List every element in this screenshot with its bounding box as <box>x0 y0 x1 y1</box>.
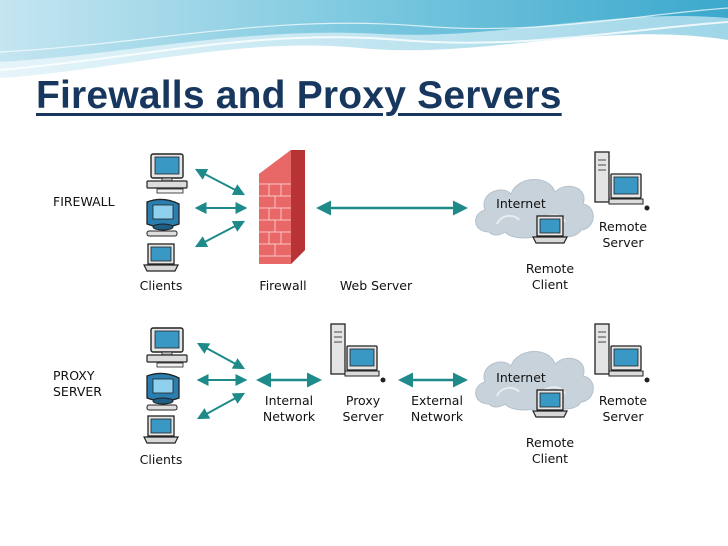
imac-computer-icon <box>146 198 180 237</box>
proxy-remote-server-label-line2: Server <box>603 409 645 424</box>
proxy-remote-client-label-line2: Client <box>532 451 568 466</box>
proxy-remote-server-label-line1: Remote <box>599 393 648 408</box>
proxy-clients-label: Clients <box>140 452 183 467</box>
firewall-section-label: FIREWALL <box>53 194 115 209</box>
proxy-server-label-line1: Proxy <box>346 393 381 408</box>
firewall-clients-label: Clients <box>140 278 183 293</box>
proxy-remote-client-label-line1: Remote <box>526 435 575 450</box>
external-network-label-line2: Network <box>411 409 464 424</box>
firewall-internet-label: Internet <box>496 196 546 211</box>
firewall-remote-client-label-line2: Client <box>532 277 568 292</box>
double-arrow-icon <box>194 168 246 196</box>
laptop-icon <box>143 415 179 444</box>
double-arrow-icon <box>196 342 246 370</box>
network-diagram: FIREWALL Clients <box>53 150 651 467</box>
firewall-remote-client-label-line1: Remote <box>526 261 575 276</box>
internal-network-label-line2: Network <box>263 409 316 424</box>
tower-server-icon <box>594 323 651 384</box>
desktop-computer-icon <box>146 153 188 194</box>
double-arrow-icon <box>194 220 246 248</box>
firewall-label: Firewall <box>259 278 306 293</box>
tower-server-icon <box>594 151 651 212</box>
firewall-section: FIREWALL Clients <box>53 150 651 293</box>
proxy-section-label-line1: PROXY <box>53 368 95 383</box>
firewall-remote-server-label-line2: Server <box>603 235 645 250</box>
desktop-computer-icon <box>146 327 188 368</box>
double-arrow-icon <box>196 392 246 420</box>
client-network-arrows <box>196 342 248 420</box>
external-network-label-line1: External <box>411 393 463 408</box>
proxy-server-label-line2: Server <box>343 409 385 424</box>
proxy-internet-label: Internet <box>496 370 546 385</box>
internal-network-label-line1: Internal <box>265 393 313 408</box>
brick-wall-icon <box>259 150 305 264</box>
laptop-icon <box>532 215 568 244</box>
proxy-section-label-line2: SERVER <box>53 384 102 399</box>
laptop-icon <box>532 389 568 418</box>
tower-server-icon <box>330 323 387 384</box>
web-server-label: Web Server <box>340 278 413 293</box>
slide-title: Firewalls and Proxy Servers <box>36 74 562 117</box>
firewall-remote-server-label-line1: Remote <box>599 219 648 234</box>
client-firewall-arrows <box>194 168 248 248</box>
imac-computer-icon <box>146 372 180 411</box>
laptop-icon <box>143 243 179 272</box>
proxy-section: PROXY SERVER Clients Internal Network Pr… <box>53 323 651 467</box>
